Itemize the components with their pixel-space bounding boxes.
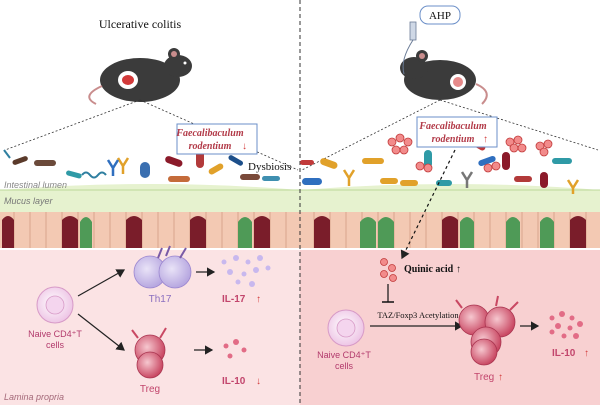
il17-label: IL-17	[222, 294, 246, 305]
bacteria-right	[300, 139, 580, 194]
goblet-cells	[2, 216, 586, 248]
il10-cytokines-left	[223, 339, 247, 359]
quinic-acid-increase-arrow: ↑	[456, 264, 461, 275]
quinic-acid-molecules	[380, 258, 397, 282]
faecalibaculum-box-right	[416, 116, 498, 148]
il10-decrease-arrow: ↓	[256, 376, 261, 387]
mouse-left	[88, 48, 192, 105]
mouse-right	[400, 50, 488, 105]
faecalibaculum-label-left: Faecalibaculum	[175, 128, 243, 139]
treg-increase-arrow: ↑	[498, 372, 503, 383]
rodentium-label-right: rodentium	[432, 134, 475, 145]
bacteria-left	[3, 149, 280, 182]
quinic-acid-label: Quinic acid	[404, 264, 454, 275]
naive-cd4-cell-right	[327, 309, 365, 347]
mucin-goblet-cells	[80, 217, 554, 248]
naive-cell-label-right-1: Naive CD4⁺T	[317, 350, 371, 360]
mucus-layer-label: Mucus layer	[4, 196, 54, 206]
il10-cytokines-right	[549, 311, 583, 339]
intestinal-lumen-label: Intestinal lumen	[4, 180, 67, 190]
decrease-arrow-left: ↓	[242, 141, 247, 152]
th17-label: Th17	[149, 294, 172, 305]
syringe-icon	[402, 21, 417, 75]
faecalibaculum-clusters	[387, 133, 553, 173]
naive-cell-label-right-2: cells	[335, 361, 354, 371]
ulcerative-colitis-title: Ulcerative colitis	[99, 17, 182, 31]
faecalibaculum-label-right: Faecalibaculum	[418, 121, 486, 132]
il17-cytokines	[221, 255, 271, 287]
increase-arrow-right: ↑	[483, 134, 488, 145]
il10-increase-arrow: ↑	[584, 348, 589, 359]
treg-label-left: Treg	[140, 384, 160, 395]
lamina-propria-label: Lamina propria	[4, 392, 64, 402]
acetylation-label: TAZ/Foxp3 Acetylation	[377, 310, 459, 320]
treg-cells-right	[455, 295, 519, 366]
il10-label-left: IL-10	[222, 376, 246, 387]
ahp-badge	[419, 5, 461, 25]
th17-cells	[133, 245, 192, 289]
dysbiosis-label: Dysbiosis	[248, 161, 291, 173]
naive-cd4-cell-left	[36, 286, 74, 324]
faecalibaculum-box-left	[176, 123, 258, 155]
treg-cells-left	[131, 327, 167, 379]
naive-cell-label-left-2: cells	[46, 340, 65, 350]
il17-increase-arrow: ↑	[256, 294, 261, 305]
rodentium-label-left: rodentium	[189, 141, 232, 152]
ahp-title: AHP	[429, 10, 451, 22]
treg-label-right: Treg	[474, 372, 494, 383]
naive-cell-label-left-1: Naive CD4⁺T	[28, 329, 82, 339]
il10-label-right: IL-10	[552, 348, 576, 359]
